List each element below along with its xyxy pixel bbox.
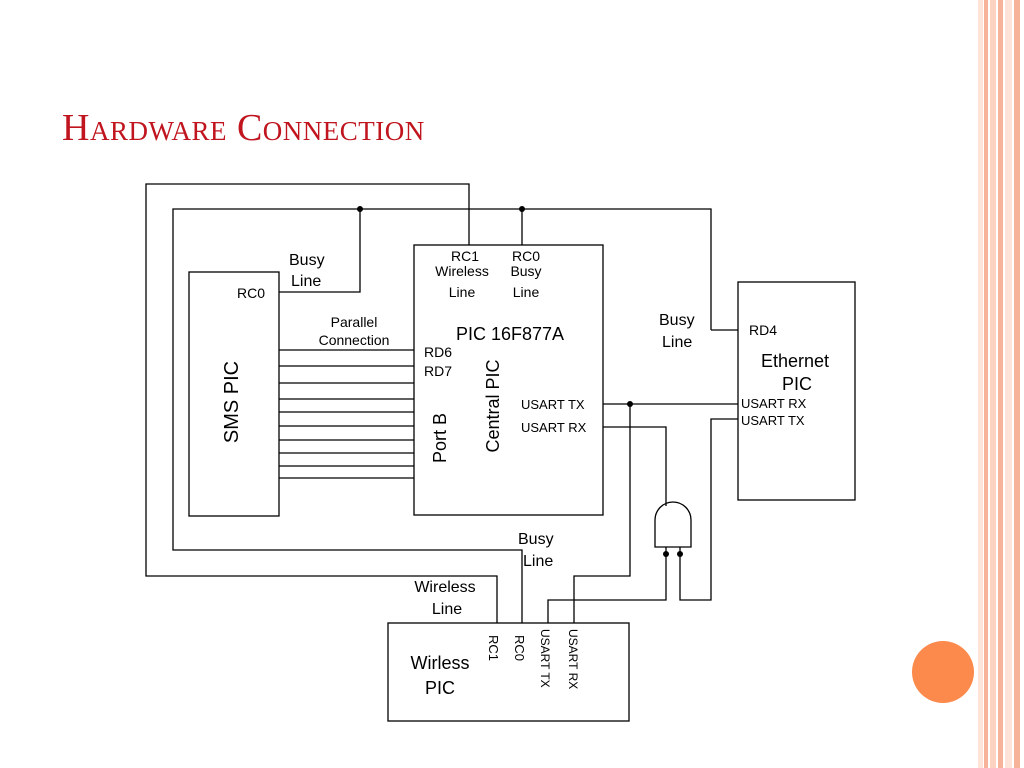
border-stripe-3 [990, 0, 996, 768]
central-rd6: RD6 [424, 344, 452, 360]
wireless-line-label-1: Wireless [414, 579, 475, 596]
central-rx-to-and [603, 426, 667, 506]
wireless-usart-tx: USART TX [538, 629, 552, 688]
central-rc0: RC0 [512, 248, 540, 264]
ethernet-busy-label-2: Line [662, 334, 692, 351]
ethernet-usart-tx: USART TX [741, 413, 805, 428]
ethernet-pic-label-2: PIC [782, 374, 812, 394]
wireless-busy-label-2: Line [523, 553, 553, 570]
central-rc0-label-2: Line [513, 284, 540, 300]
ethernet-rd4: RD4 [749, 322, 777, 338]
wireless-line [145, 183, 498, 623]
wireless-usart-rx: USART RX [566, 629, 580, 689]
busy-line-bus [172, 208, 712, 623]
sms-pic-box [188, 271, 280, 517]
wireless-pic-box [387, 622, 630, 722]
wireless-line-label-2: Line [432, 601, 462, 618]
border-stripe-4 [998, 0, 1003, 768]
slide-title: Hardware Connection [62, 107, 425, 149]
ethernet-busy-label-1: Busy [659, 312, 695, 329]
wireless-pic-label-2: PIC [425, 678, 455, 698]
central-rc1-label-2: Line [449, 284, 476, 300]
sms-busy-label-1: Busy [289, 252, 325, 269]
ethernet-pic-label-1: Ethernet [761, 351, 829, 371]
junction-dot-tx [627, 401, 633, 407]
central-usart-tx: USART TX [521, 397, 585, 412]
busy-line-sms [279, 209, 361, 293]
parallel-label-2: Connection [319, 332, 390, 348]
central-pic-label: Central PIC [483, 359, 503, 452]
central-usart-rx: USART RX [521, 420, 587, 435]
ethernet-usart-rx: USART RX [741, 396, 807, 411]
central-port-b: Port B [430, 413, 450, 463]
central-pic-box [413, 244, 604, 516]
ethernet-pic-box [737, 281, 856, 501]
wireless-pic-label-1: Wirless [411, 653, 470, 673]
and-to-ethernet-tx [679, 418, 738, 601]
wireless-rc0: RC0 [512, 635, 527, 661]
central-rc0-label-1: Busy [510, 263, 541, 279]
border-stripe-2 [984, 0, 988, 768]
sms-busy-label-2: Line [291, 273, 321, 290]
parallel-label-1: Parallel [331, 314, 378, 330]
tx-to-wireless [573, 404, 631, 623]
parallel-bus [279, 349, 414, 479]
sms-pic-label: SMS PIC [221, 361, 243, 443]
junction-dot-and-right [677, 551, 683, 557]
and-gate [654, 501, 692, 548]
and-to-wireless-tx [547, 547, 667, 623]
junction-dot-busy-sms [357, 206, 363, 212]
central-rd7: RD7 [424, 363, 452, 379]
sms-rc0-label: RC0 [237, 285, 265, 301]
wireless-busy-label-1: Busy [518, 531, 554, 548]
decorative-orange-circle [912, 641, 974, 703]
border-stripe-5 [1005, 0, 1012, 768]
junction-dot-busy-central [519, 206, 525, 212]
central-rc1: RC1 [451, 248, 479, 264]
junction-dot-and-left [663, 551, 669, 557]
border-stripe-6 [1014, 0, 1020, 768]
central-rc1-label-1: Wireless [435, 263, 489, 279]
wireless-rc1: RC1 [486, 635, 501, 661]
central-model-label: PIC 16F877A [456, 324, 564, 344]
border-stripe-1 [978, 0, 983, 768]
